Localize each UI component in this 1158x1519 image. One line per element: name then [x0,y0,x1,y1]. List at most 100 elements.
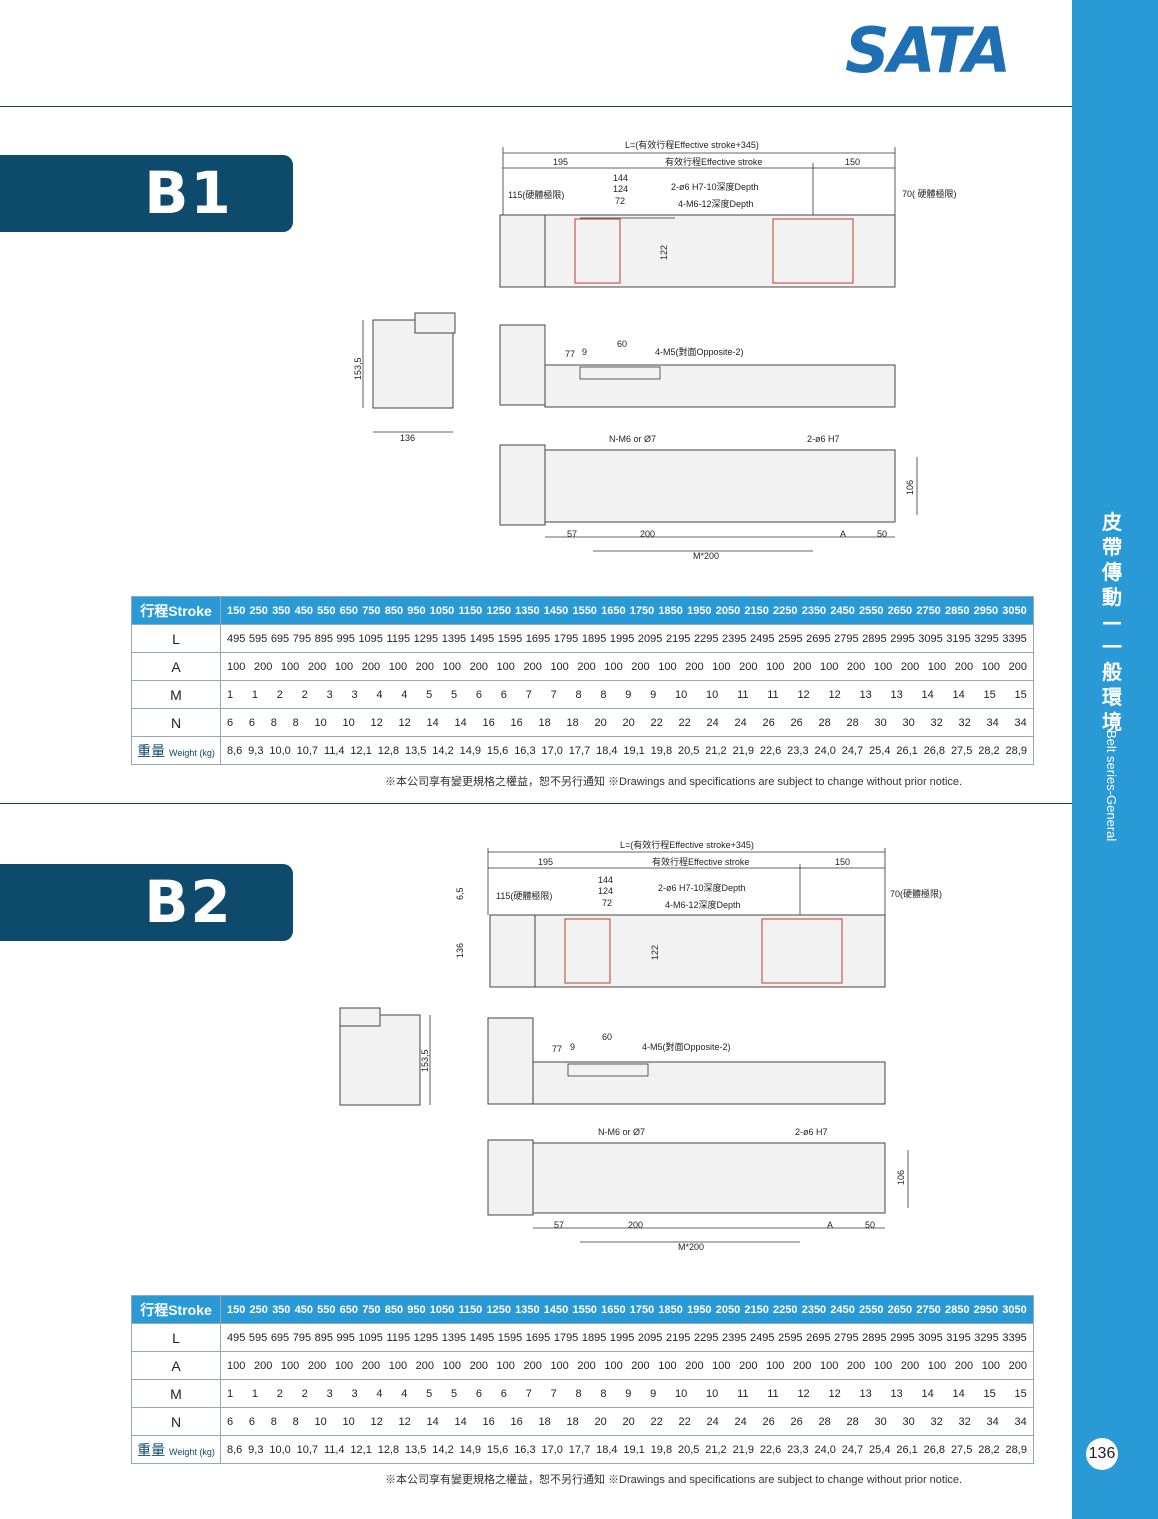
table-cell: 2295 [693,1331,719,1344]
table-cell: 2195 [665,1331,691,1344]
table-cell: 16 [510,1415,523,1428]
table-cell: 10,7 [296,744,319,757]
table-cell: 3295 [974,632,999,645]
drawing-b1: L=(有效行程Effective stroke+345) 195 有效行程Eff… [353,139,957,561]
svg-text:153,5: 153,5 [420,1049,430,1072]
disclaimer-b2: ※本公司享有變更規格之權益，恕不另行通知 ※Drawings and speci… [385,1474,963,1486]
table-cell: 30 [874,716,887,729]
svg-text:4-M6-12深度Depth: 4-M6-12深度Depth [678,198,754,209]
svg-text:M*200: M*200 [693,551,719,561]
table-cell: 5 [426,688,433,701]
table-cell: 32 [958,1415,971,1428]
svg-text:A: A [827,1220,833,1230]
table-cell: 15 [1014,1387,1027,1400]
table-cell: 1295 [413,632,439,645]
table-cell: 100 [873,1359,893,1372]
table-cell: 12,1 [350,744,372,757]
table-cell: 2650 [887,604,913,617]
table-cell: 200 [361,1359,381,1372]
table-cell: 17,7 [568,1443,591,1456]
table-cell: 200 [577,1359,596,1372]
table-cell: 100 [766,660,785,673]
table-cell: 100 [442,1359,461,1372]
svg-text:4-M5(對面Opposite-2): 4-M5(對面Opposite-2) [655,346,744,357]
table-cell: 3095 [918,1331,943,1344]
table-cell: 850 [384,604,404,617]
table-cell: 200 [846,660,866,673]
table-cell: 2995 [890,632,915,645]
table-cell: 2995 [890,1331,915,1344]
table-cell: 100 [766,1359,785,1372]
table-cell: 2050 [715,1303,741,1316]
table-cell: 12,1 [350,1443,372,1456]
table-cell: 7 [550,688,557,701]
table-cell: 22,6 [759,744,782,757]
table-cell: 21,2 [705,1443,727,1456]
table-cell: 18,4 [596,744,618,757]
table-cell: 100 [334,1359,354,1372]
table-cell: 2795 [834,1331,859,1344]
table-cell: 750 [362,604,381,617]
table-cell: 28 [818,716,831,729]
table-cell: 200 [846,1359,866,1372]
table-cell: 100 [442,660,461,673]
table-cell: 1195 [386,632,411,645]
table-cell: 21,9 [732,744,754,757]
svg-text:124: 124 [598,886,613,896]
table-cell: 20 [622,716,635,729]
table-cell: 17,7 [568,744,591,757]
table-cell: 13,5 [405,744,427,757]
table-cell: 7 [550,1387,557,1400]
table-cell: 10 [706,1387,719,1400]
table-cell: 200 [523,1359,542,1372]
table-cell: 150 [227,1303,246,1316]
svg-text:N-M6 or Ø7: N-M6 or Ø7 [598,1127,645,1137]
table-cell: 1350 [515,604,540,617]
table-cell: 1050 [429,604,455,617]
table-cell: 1695 [525,1331,551,1344]
table-cell: 8 [575,688,582,701]
table-cell: 26 [790,716,803,729]
table-cell: 18,4 [596,1443,618,1456]
table-cell: 1250 [486,604,511,617]
table-cell: 2750 [916,604,941,617]
svg-text:A: A [840,529,846,539]
top-divider [0,106,1072,107]
table-cell: 200 [1008,660,1027,673]
svg-text:50: 50 [877,529,887,539]
table-cell: 9,3 [248,1443,264,1456]
table-cell: 2950 [973,604,999,617]
table-cell: 8 [270,716,277,729]
table-cell: 15,6 [486,1443,509,1456]
table-cell: 16,3 [514,744,536,757]
svg-text:50: 50 [865,1220,875,1230]
table-cell: 2595 [778,1331,803,1344]
table-cell: 1495 [469,632,495,645]
table-cell: 1795 [553,632,579,645]
svg-text:136: 136 [455,943,465,958]
table-cell: 1795 [553,1331,579,1344]
svg-text:106: 106 [905,480,915,495]
table-cell: 950 [407,1303,426,1316]
table-cell: 100 [388,660,408,673]
table-cell: 19,8 [650,744,673,757]
table-cell: 2495 [750,632,775,645]
table-cell: 13 [890,688,903,701]
table-cell: 6 [248,1415,255,1428]
table-cell: 3295 [974,1331,999,1344]
table-cell: 3 [351,1387,358,1400]
table-cell: 17,0 [541,1443,563,1456]
table-cell: 32 [930,716,943,729]
table-cell: 3095 [918,632,943,645]
table-cell: 10,0 [269,1443,291,1456]
table-cell: 10 [314,716,327,729]
table-cell: 750 [362,1303,381,1316]
table-cell: 34 [986,1415,999,1428]
table-cell: 22,6 [759,1443,782,1456]
table-cell: 30 [874,1415,887,1428]
table-cell: 14,2 [432,744,454,757]
table-cell: 6 [500,1387,507,1400]
table-cell: 3395 [1002,632,1027,645]
table-cell: 200 [631,1359,650,1372]
